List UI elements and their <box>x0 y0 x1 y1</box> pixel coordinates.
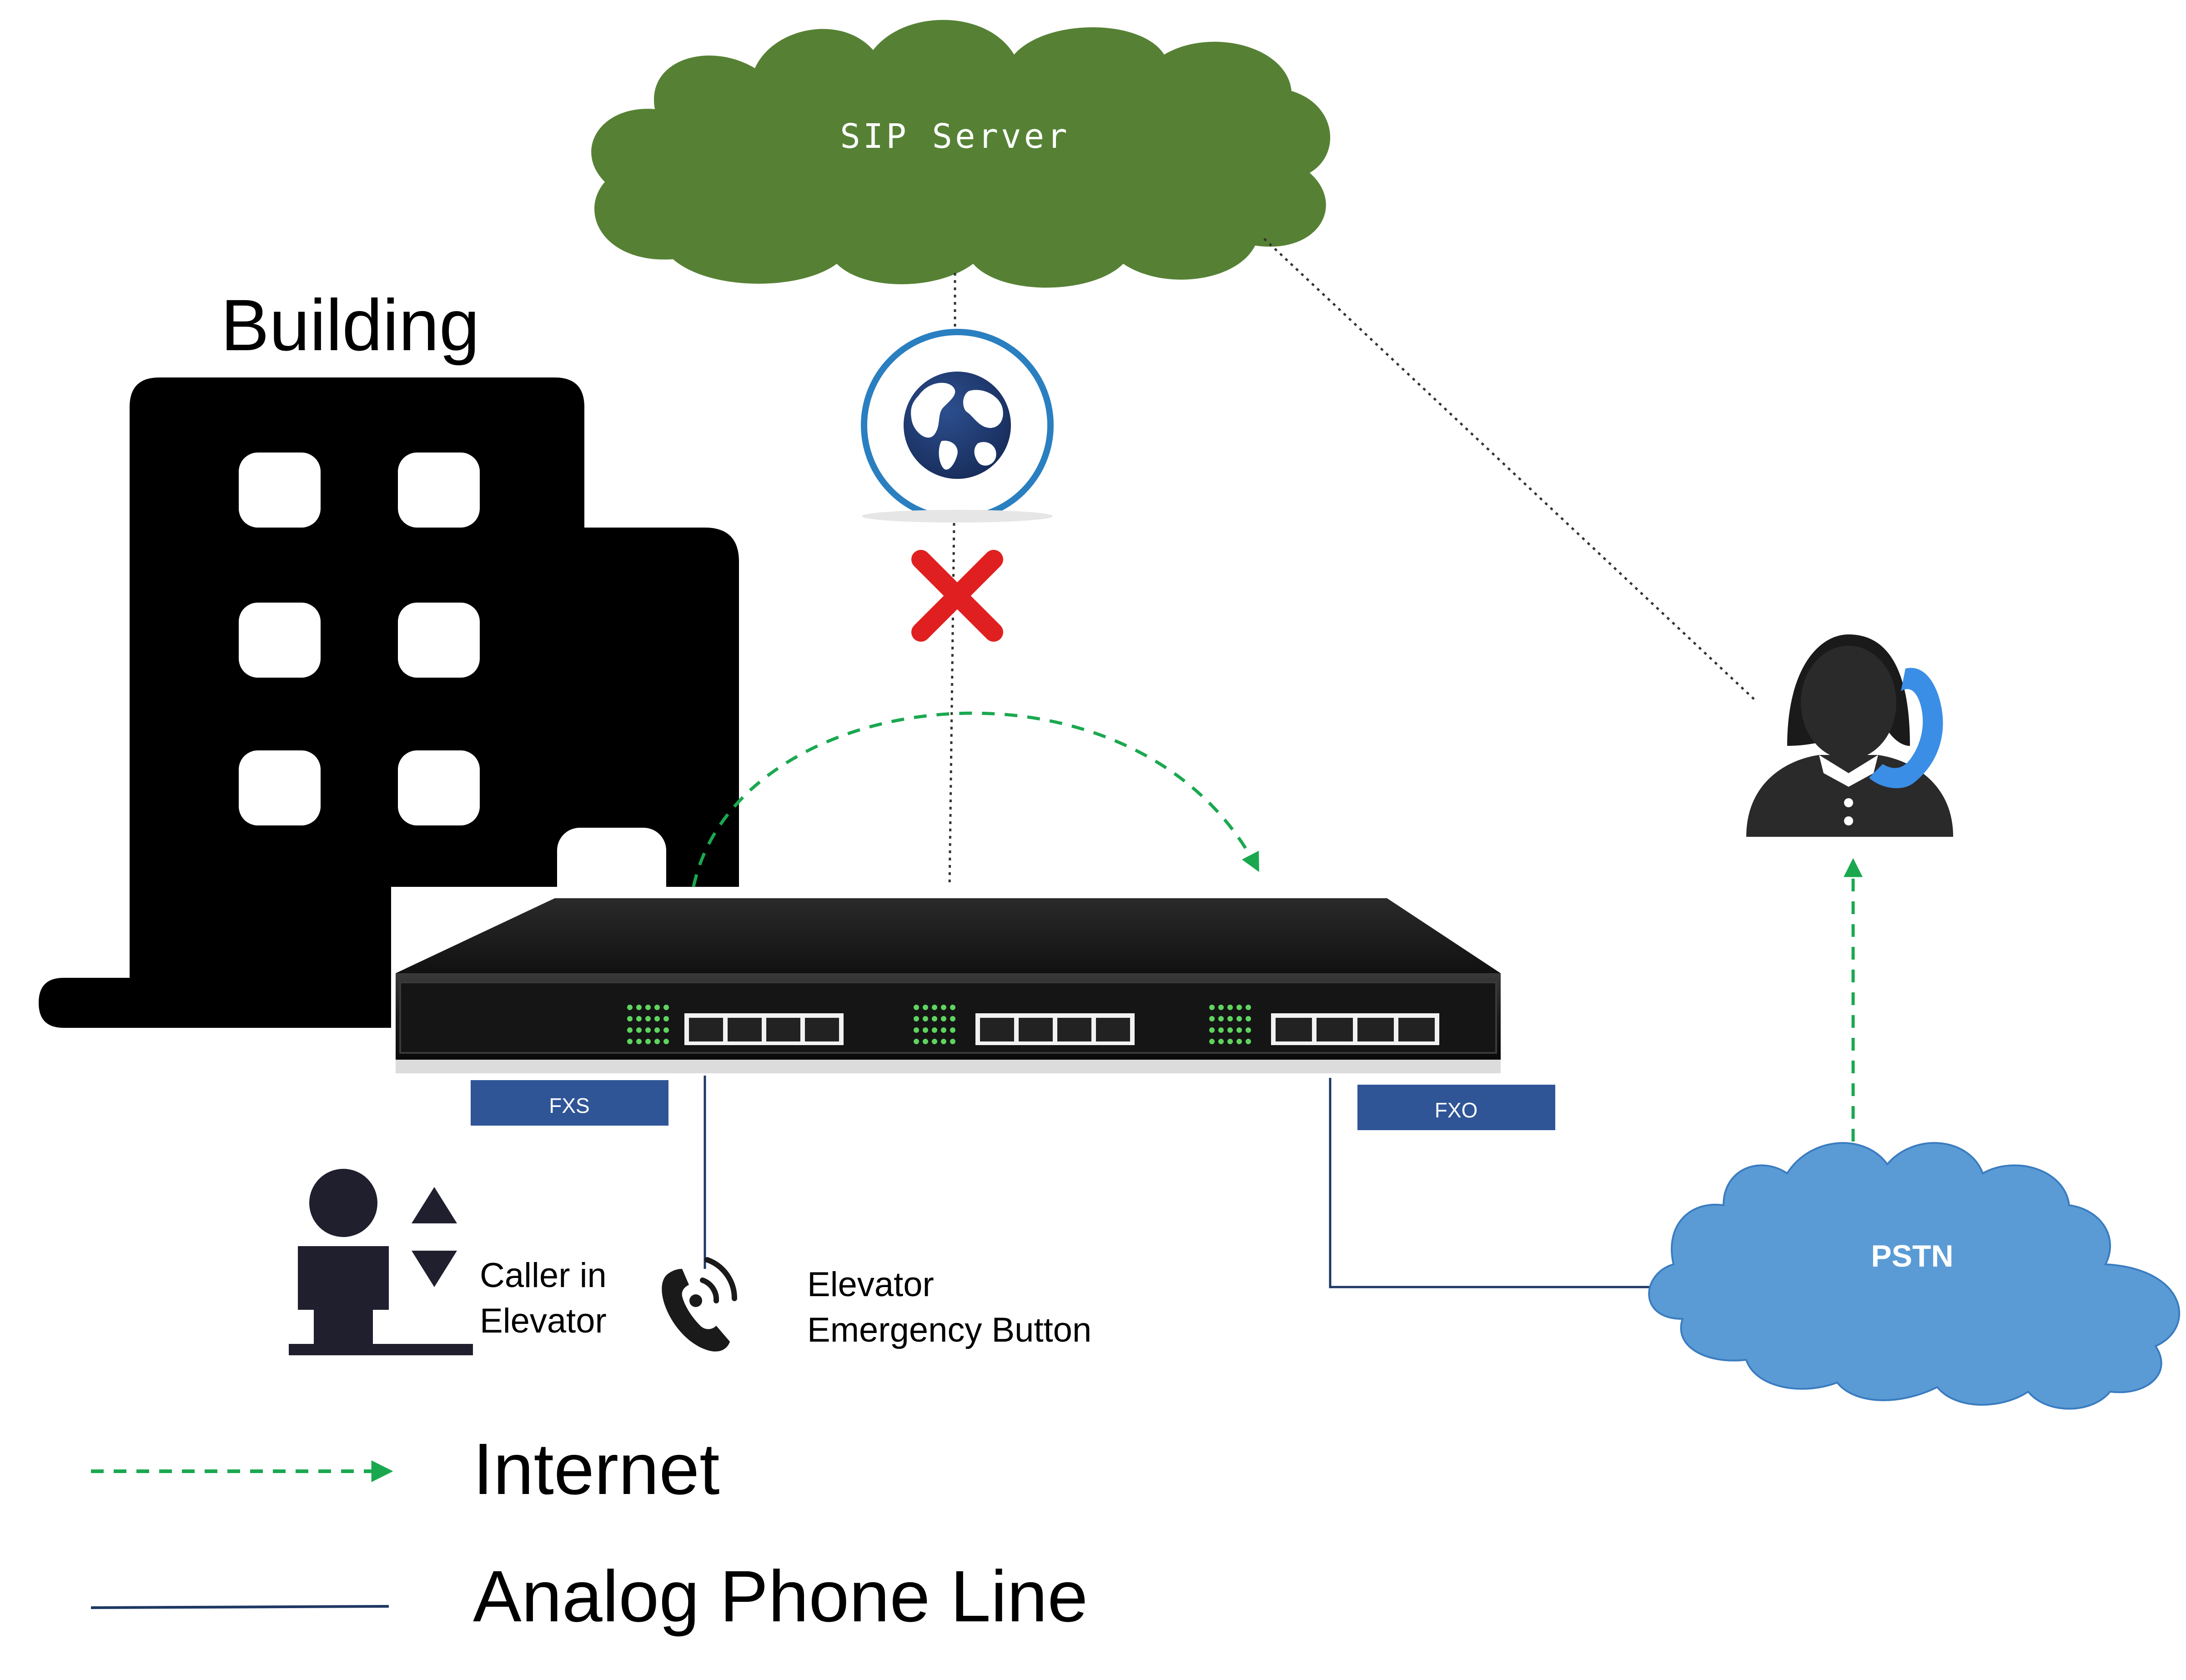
building-window <box>398 603 480 678</box>
fxo-port-label: FXO <box>1357 1085 1555 1130</box>
pstn-cloud-shape <box>1648 1142 2181 1410</box>
sip-cloud-shape <box>591 20 1331 288</box>
pstn-label: PSTN <box>1871 1239 1953 1273</box>
fxs-label-text: FXS <box>549 1094 589 1117</box>
legend-analog-swatch <box>90 1605 389 1609</box>
sip-server-label: SIP Server <box>840 117 1070 156</box>
building-window <box>398 453 480 528</box>
globe-icon <box>861 329 1054 523</box>
legend-internet-label: Internet <box>473 1428 720 1509</box>
building-window <box>239 453 321 528</box>
led-grid <box>914 1005 955 1044</box>
operator-icon <box>1746 634 1953 837</box>
port-block <box>1271 1013 1439 1045</box>
led-grid <box>627 1005 669 1044</box>
x-mark-icon <box>911 550 1003 642</box>
legend: Internet Analog Phone Line <box>90 1428 1088 1637</box>
internet-arc <box>692 711 1259 887</box>
caller-label-line2: Elevator <box>480 1302 607 1340</box>
building-window <box>239 603 321 678</box>
legend-analog-label: Analog Phone Line <box>473 1555 1088 1637</box>
emergency-label-line1: Elevator <box>807 1265 934 1304</box>
globe-to-gateway-line <box>948 523 955 890</box>
led-grid <box>1209 1005 1251 1044</box>
phone-ringing-icon <box>662 1257 738 1352</box>
building-window <box>398 750 480 825</box>
caller-label-line1: Caller in <box>480 1256 607 1295</box>
fxo-label-text: FXO <box>1435 1098 1478 1122</box>
gateway-device <box>391 887 1514 1078</box>
sip-server-cloud: SIP Server <box>591 20 1331 288</box>
port-block <box>975 1013 1135 1045</box>
sip-to-operator-line <box>1263 238 1756 701</box>
port-block <box>684 1013 844 1045</box>
fxs-port-label: FXS <box>471 1080 668 1126</box>
elevator-caller-icon <box>289 1169 473 1355</box>
fxo-analog-line <box>1329 1078 1664 1288</box>
building-label: Building <box>221 284 479 366</box>
building-window <box>239 750 321 825</box>
pstn-cloud: PSTN <box>1648 1142 2181 1410</box>
emergency-label-line2: Emergency Button <box>807 1311 1091 1349</box>
building-icon <box>39 377 739 1028</box>
